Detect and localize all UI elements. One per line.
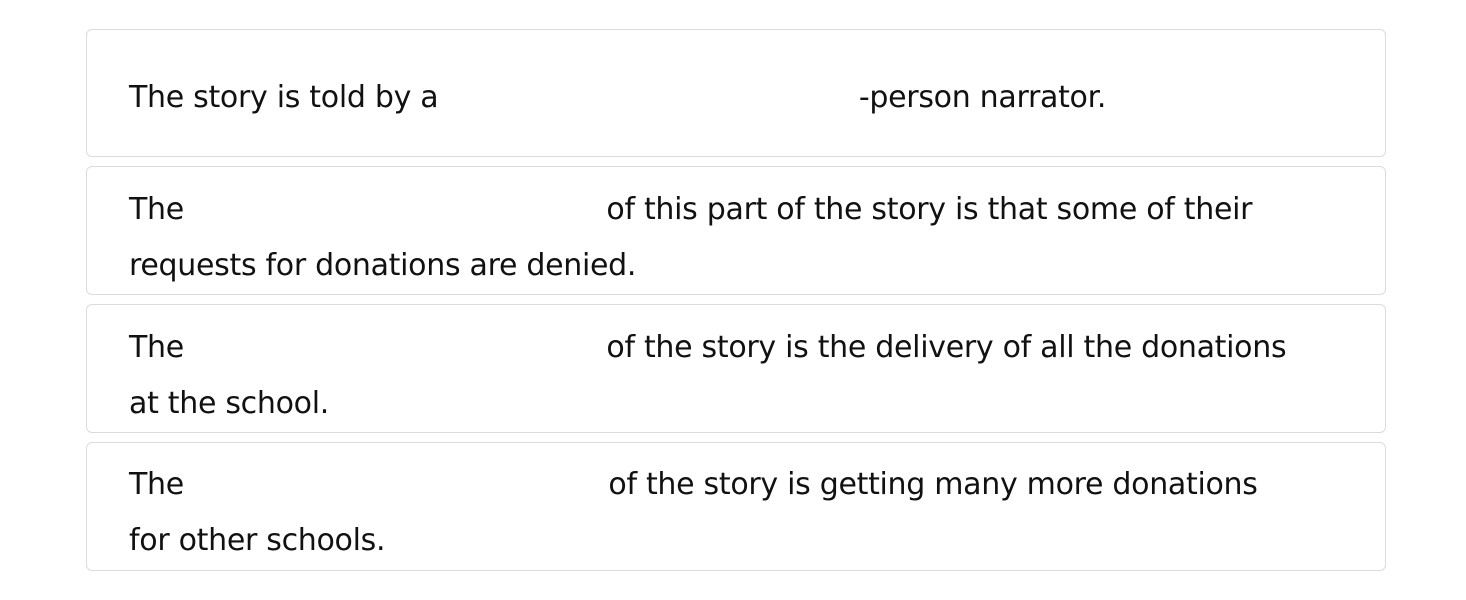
sentence-line: The story is told by a -person narrator.: [129, 70, 1106, 126]
sentence-before: The story is told by a: [129, 80, 439, 115]
sentence-after: of this part of the story is that some o…: [606, 192, 1253, 227]
answer-blank-3[interactable]: [193, 329, 597, 369]
answer-blank-4[interactable]: [193, 466, 599, 506]
sentence-continuation: requests for donations are denied.: [129, 248, 637, 283]
sentence-before: The: [129, 192, 184, 227]
sentence-line: The of the story is the delivery of all …: [129, 320, 1287, 376]
sentence-text: The of the story is getting many more do…: [129, 457, 1258, 569]
sentence-card-2: The of this part of the story is that so…: [86, 166, 1386, 295]
sentence-line: The of the story is getting many more do…: [129, 457, 1258, 513]
sentence-after: -person narrator.: [858, 80, 1107, 115]
sentence-text: The of the story is the delivery of all …: [129, 320, 1287, 432]
answer-blank-1[interactable]: [448, 79, 850, 119]
sentence-before: The: [129, 330, 184, 365]
sentence-card-3: The of the story is the delivery of all …: [86, 304, 1386, 433]
sentence-card-4: The of the story is getting many more do…: [86, 442, 1386, 571]
sentence-card-1: The story is told by a -person narrator.: [86, 29, 1386, 157]
sentence-after: of the story is the delivery of all the …: [606, 330, 1287, 365]
sentence-text: The of this part of the story is that so…: [129, 182, 1253, 294]
sentence-line: The of this part of the story is that so…: [129, 182, 1253, 238]
answer-blank-2[interactable]: [193, 191, 597, 231]
sentence-text: The story is told by a -person narrator.: [129, 70, 1106, 126]
sentence-continuation: for other schools.: [129, 523, 386, 558]
sentence-continuation: at the school.: [129, 386, 329, 421]
sentence-before: The: [129, 467, 184, 502]
sentence-after: of the story is getting many more donati…: [608, 467, 1258, 502]
